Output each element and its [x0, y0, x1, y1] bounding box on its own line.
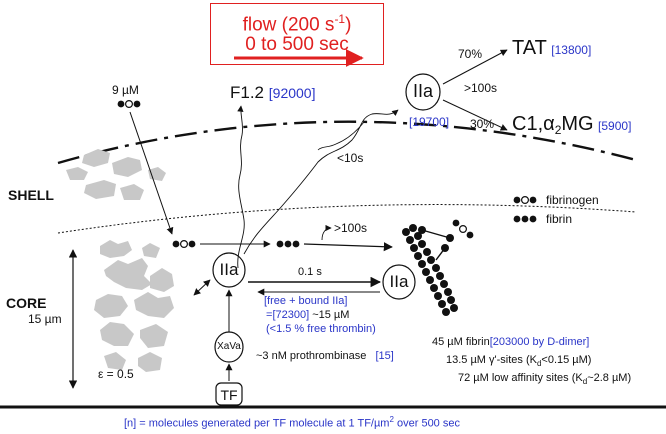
iia-core-left-circle — [212, 252, 246, 288]
f12-release-path — [237, 105, 245, 269]
tf-box — [215, 382, 243, 406]
gt100-label: >100s — [334, 221, 368, 235]
tf-label: TF — [220, 387, 238, 403]
fibrin-stats-line3: 72 µM low affinity sites (Kd~2.8 µM) — [458, 372, 632, 387]
core-label: CORE — [6, 295, 47, 311]
porosity-label: ε = 0.5 — [98, 367, 134, 381]
fibrin-stats-line2: 13.5 µM γ'-sites (Kd<0.15 µM) — [446, 354, 592, 369]
fibrin-polymer — [402, 224, 458, 316]
prothrombinase-count: [15] — [375, 350, 394, 362]
c1-percent-label: 30% — [470, 117, 495, 131]
fibrinogen-input-arrow — [129, 111, 174, 235]
fibrin-stats-line1: 45 µM fibrin[203000 by D-dimer] — [432, 336, 590, 348]
core-platelets — [94, 240, 174, 372]
iia-core-right-label: IIa — [389, 272, 409, 291]
prothrombinase-label: ~3 nM prothrombinase [15] — [256, 350, 394, 362]
iia-top-count: [19700] — [409, 115, 450, 129]
fibrin-polymerization-arrow — [303, 242, 393, 252]
legend-fibrin-label: fibrin — [546, 212, 573, 226]
exchange-time-label: 0.1 s — [298, 266, 322, 278]
xava-label: XaVa — [217, 341, 241, 352]
bound-iia-line3: (<1.5 % free thrombin) — [266, 323, 376, 335]
tat-branch-arrow — [442, 49, 508, 85]
branch-time-label: >100s — [464, 81, 498, 95]
iia-release-path-branch — [317, 121, 365, 151]
shell-boundary — [57, 120, 637, 165]
iia-release-path — [243, 109, 399, 255]
iia-core-left-label: IIa — [219, 260, 239, 279]
fibrin-monomer-icon — [276, 240, 300, 248]
c1-label: C1,α2MG [5900] — [512, 113, 632, 138]
bound-iia-line1: [free + bound IIa] — [264, 295, 348, 307]
legend-fibrinogen-icon — [513, 196, 537, 205]
core-boundary — [57, 204, 637, 234]
flow-duration-label: 0 to 500 sec — [245, 34, 349, 55]
c1-branch-arrow — [442, 99, 508, 131]
tat-label: TAT [13800] — [512, 37, 592, 59]
lt10-label: <10s — [337, 151, 364, 165]
iia-top-label: IIa — [412, 81, 433, 101]
iia-top-circle — [405, 73, 441, 111]
c1-count: [5900] — [598, 119, 632, 133]
fibrinogen-core-icon — [172, 240, 196, 249]
flow-rate-label: flow (200 s-1) — [242, 12, 352, 36]
f12-count: [92000] — [268, 85, 316, 101]
legend-fibrin-icon — [513, 215, 537, 223]
gt100-arrow — [321, 224, 332, 241]
fibrinogen-near-polymer-icon — [452, 219, 474, 239]
tat-count: [13800] — [551, 43, 592, 57]
iia-core-right-circle — [382, 264, 416, 300]
footnote: [n] = molecules generated per TF molecul… — [124, 415, 460, 430]
height-label: 15 µm — [28, 312, 62, 326]
fibrinogen-input-label: 9 µM — [112, 83, 139, 97]
tat-percent-label: 70% — [458, 47, 483, 61]
legend-fibrinogen-label: fibrinogen — [546, 193, 599, 207]
fibrinogen-input-icon — [117, 99, 141, 108]
shell-platelets — [66, 149, 166, 200]
bound-iia-line2: =[72300] ~15 µM — [266, 309, 350, 321]
xava-circle — [214, 331, 244, 363]
f12-label: F1.2 [92000] — [230, 83, 316, 102]
shell-label: SHELL — [8, 187, 54, 203]
flow-box: flow (200 s-1) 0 to 500 sec — [210, 3, 384, 65]
iia-platelet-arrow — [193, 279, 211, 296]
